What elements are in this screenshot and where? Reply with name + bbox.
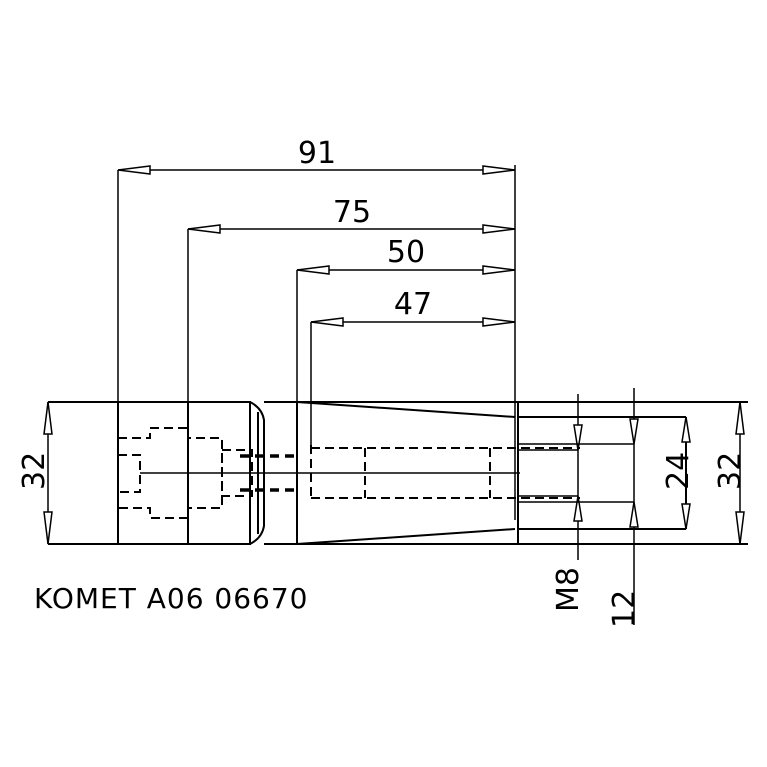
dimension-32-right-label: 32 — [713, 452, 748, 490]
dimension-12: 12 — [518, 388, 642, 628]
dimension-32-left: 32 — [17, 401, 53, 545]
part-caption: KOMET A06 06670 — [34, 582, 308, 615]
dimension-75: 75 — [187, 195, 516, 402]
dimension-75-label: 75 — [333, 195, 371, 230]
dimension-50-label: 50 — [387, 235, 425, 270]
dimension-24: 24 — [661, 416, 696, 530]
dimension-47: 47 — [310, 287, 516, 445]
dimension-24-label: 24 — [661, 452, 696, 490]
thread-m8-dimension: M8 — [518, 394, 586, 612]
thread-m8-label: M8 — [551, 567, 586, 612]
dimension-91-label: 91 — [298, 136, 336, 171]
dimension-47-label: 47 — [394, 287, 432, 322]
hidden-features — [118, 427, 580, 519]
dimension-91: 91 — [117, 136, 516, 430]
dimension-32-left-label: 32 — [17, 452, 52, 490]
dimension-32-right: 32 — [713, 401, 748, 545]
dimension-12-label: 12 — [607, 590, 642, 628]
dimension-50: 50 — [296, 235, 516, 402]
